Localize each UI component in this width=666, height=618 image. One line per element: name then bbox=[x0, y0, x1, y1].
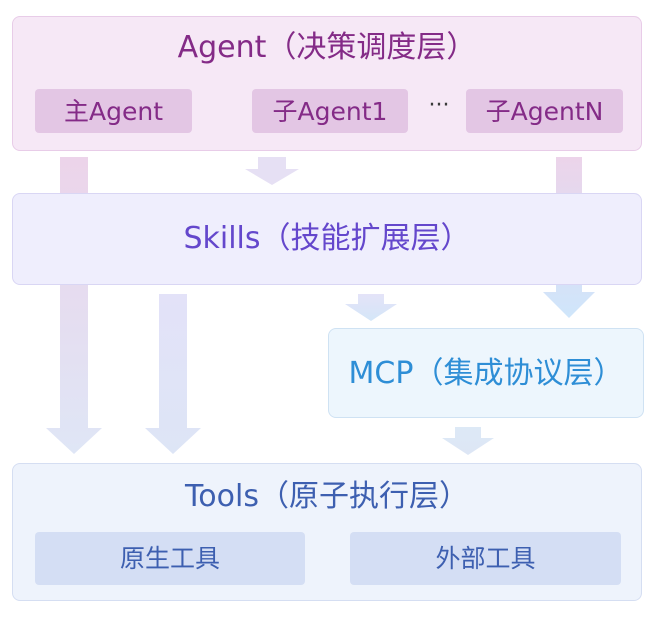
arrow-mcp-to-tools bbox=[442, 427, 494, 455]
skills-layer: Skills（技能扩展层） bbox=[12, 193, 642, 285]
agent-layer: Agent（决策调度层） 主Agent 子Agent1 ··· 子AgentN bbox=[12, 16, 642, 151]
sub-agent-n-box: 子AgentN bbox=[466, 89, 623, 133]
external-tools-box: 外部工具 bbox=[350, 532, 621, 585]
arrow-agent-to-skills bbox=[245, 157, 299, 185]
arrow-skills-to-tools bbox=[145, 294, 201, 454]
mcp-layer: MCP（集成协议层） bbox=[328, 328, 644, 418]
mcp-layer-title: MCP（集成协议层） bbox=[348, 356, 624, 391]
native-tools-box: 原生工具 bbox=[35, 532, 305, 585]
tools-layer-title: Tools（原子执行层） bbox=[185, 479, 469, 514]
tools-layer: Tools（原子执行层） 原生工具 外部工具 bbox=[12, 463, 642, 601]
agent-ellipsis: ··· bbox=[428, 93, 450, 118]
arrow-skills-to-mcp bbox=[345, 294, 397, 321]
main-agent-box: 主Agent bbox=[35, 89, 192, 133]
skills-layer-title: Skills（技能扩展层） bbox=[183, 221, 471, 256]
sub-agent-1-box: 子Agent1 bbox=[252, 89, 408, 133]
agent-layer-title: Agent（决策调度层） bbox=[177, 30, 477, 65]
